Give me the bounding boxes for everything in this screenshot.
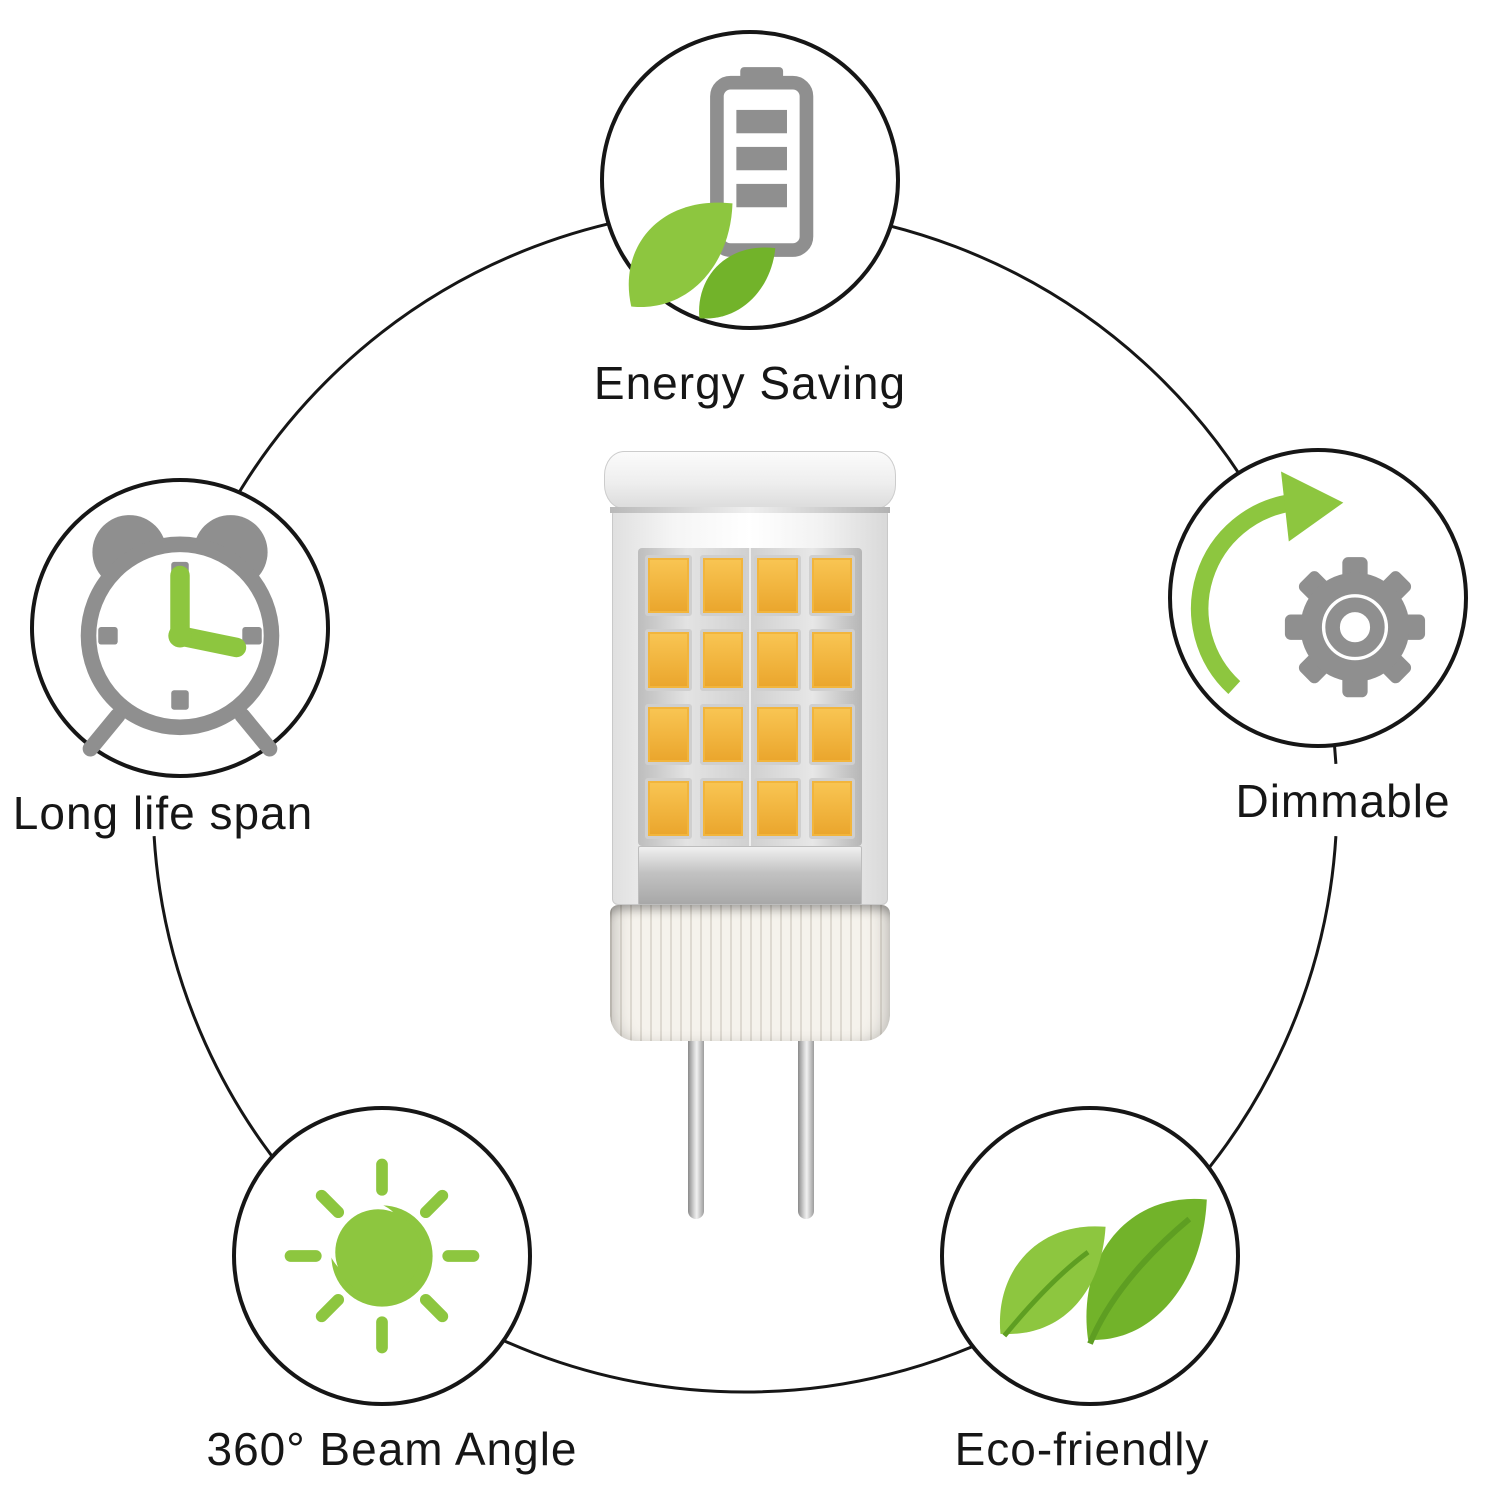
sun-icon bbox=[284, 1158, 480, 1354]
feature-circle-energy-saving bbox=[600, 30, 900, 330]
clock-leg bbox=[234, 707, 278, 757]
bulb-cap-rim bbox=[610, 507, 890, 513]
led-chip bbox=[699, 555, 746, 617]
led-chip bbox=[699, 777, 746, 839]
refresh-arrow bbox=[1191, 493, 1294, 694]
feature-label-dimmable: Dimmable bbox=[1235, 775, 1451, 827]
led-chip bbox=[754, 555, 801, 617]
led-chip bbox=[754, 703, 801, 765]
led-chip bbox=[645, 777, 692, 839]
bulb-pin-right bbox=[798, 1035, 814, 1219]
led-chip bbox=[645, 703, 692, 765]
feature-circle-dimmable bbox=[1168, 448, 1468, 748]
feature-label-eco-friendly: Eco-friendly bbox=[954, 1423, 1210, 1475]
sun-rays bbox=[284, 1158, 480, 1354]
clock-center bbox=[168, 624, 192, 648]
clock-tick bbox=[242, 627, 262, 645]
gear-refresh-icon bbox=[1191, 471, 1426, 698]
battery-bar bbox=[736, 146, 787, 171]
bulb-pin-left bbox=[688, 1035, 704, 1219]
bulb-top-cap bbox=[604, 451, 896, 509]
bulb-ceramic-base bbox=[610, 905, 890, 1041]
leaf-shape bbox=[1086, 1198, 1207, 1340]
connector-arc-bottom bbox=[152, 836, 1338, 1394]
led-chip bbox=[808, 777, 855, 839]
leaf-shape bbox=[628, 202, 733, 308]
gear bbox=[1284, 557, 1426, 698]
battery-leaf-icon bbox=[628, 67, 814, 319]
gear-ring bbox=[1325, 597, 1385, 657]
leaf-stem bbox=[1087, 1216, 1192, 1345]
battery-bar bbox=[736, 109, 787, 134]
feature-circle-eco-friendly bbox=[940, 1106, 1240, 1406]
led-chip bbox=[808, 629, 855, 691]
sun-core-overlay bbox=[335, 1209, 421, 1295]
refresh-arrowhead bbox=[1281, 471, 1344, 542]
alarm-clock-icon bbox=[80, 515, 280, 757]
feature-label-energy-saving: Energy Saving bbox=[593, 357, 907, 409]
led-bulb-product bbox=[600, 445, 900, 1235]
clock-leg bbox=[82, 707, 126, 757]
led-board-seam bbox=[749, 548, 751, 846]
led-chip bbox=[754, 629, 801, 691]
led-chip-grid bbox=[638, 548, 862, 846]
led-chip bbox=[754, 777, 801, 839]
leaf-stem bbox=[1002, 1250, 1090, 1338]
clock-tick bbox=[171, 690, 189, 710]
leaf-shape bbox=[699, 247, 776, 319]
leaves-icon bbox=[999, 1198, 1207, 1345]
led-chip bbox=[645, 629, 692, 691]
led-chip bbox=[808, 703, 855, 765]
led-chip bbox=[808, 555, 855, 617]
feature-circle-beam-angle bbox=[232, 1106, 532, 1406]
feature-circle-long-life bbox=[30, 478, 330, 778]
bulb-driver-band bbox=[638, 846, 862, 905]
clock-tick bbox=[98, 627, 118, 645]
led-chip bbox=[699, 629, 746, 691]
feature-label-long-life: Long life span bbox=[12, 787, 314, 839]
led-chip bbox=[645, 555, 692, 617]
feature-label-beam-angle: 360° Beam Angle bbox=[206, 1423, 578, 1475]
led-chip bbox=[699, 703, 746, 765]
battery-bar bbox=[736, 183, 787, 208]
